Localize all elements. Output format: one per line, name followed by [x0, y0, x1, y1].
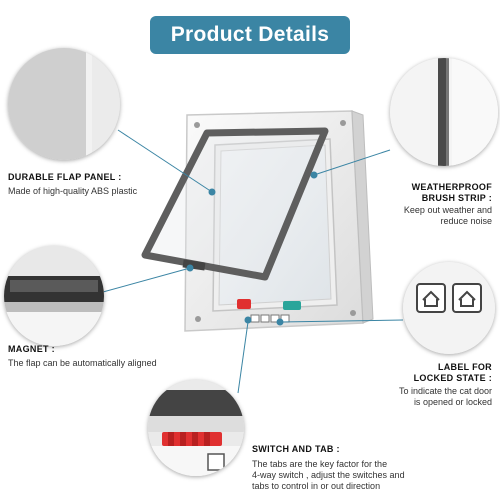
lock-label-desc: To indicate the cat door is opened or lo…: [398, 386, 492, 407]
lock-label-detail-circle: [403, 262, 495, 354]
brush-strip-desc: Keep out weather and reduce noise: [403, 205, 492, 226]
switch-tab-desc: The tabs are the key factor for the 4-wa…: [252, 459, 405, 491]
brush-strip-title: WEATHERPROOF BRUSH STRIP :: [411, 182, 492, 203]
magnet-title: MAGNET :: [8, 344, 55, 354]
flap-panel-desc: Made of high-quality ABS plastic: [8, 186, 138, 196]
flap-panel-title: DURABLE FLAP PANEL :: [8, 172, 122, 182]
cat-flap-door-image: [141, 110, 374, 332]
magnet-desc: The flap can be automatically aligned: [8, 358, 157, 368]
page-title: Product Details: [150, 16, 350, 54]
switch-tab-detail-circle: [148, 380, 244, 476]
magnet-detail-circle: [4, 246, 104, 346]
switch-tab-title: SWITCH AND TAB :: [252, 444, 340, 454]
lock-label-title: LABEL FOR LOCKED STATE :: [413, 362, 492, 383]
brush-strip-detail-circle: [390, 58, 498, 166]
flap-panel-detail-circle: [8, 48, 120, 160]
